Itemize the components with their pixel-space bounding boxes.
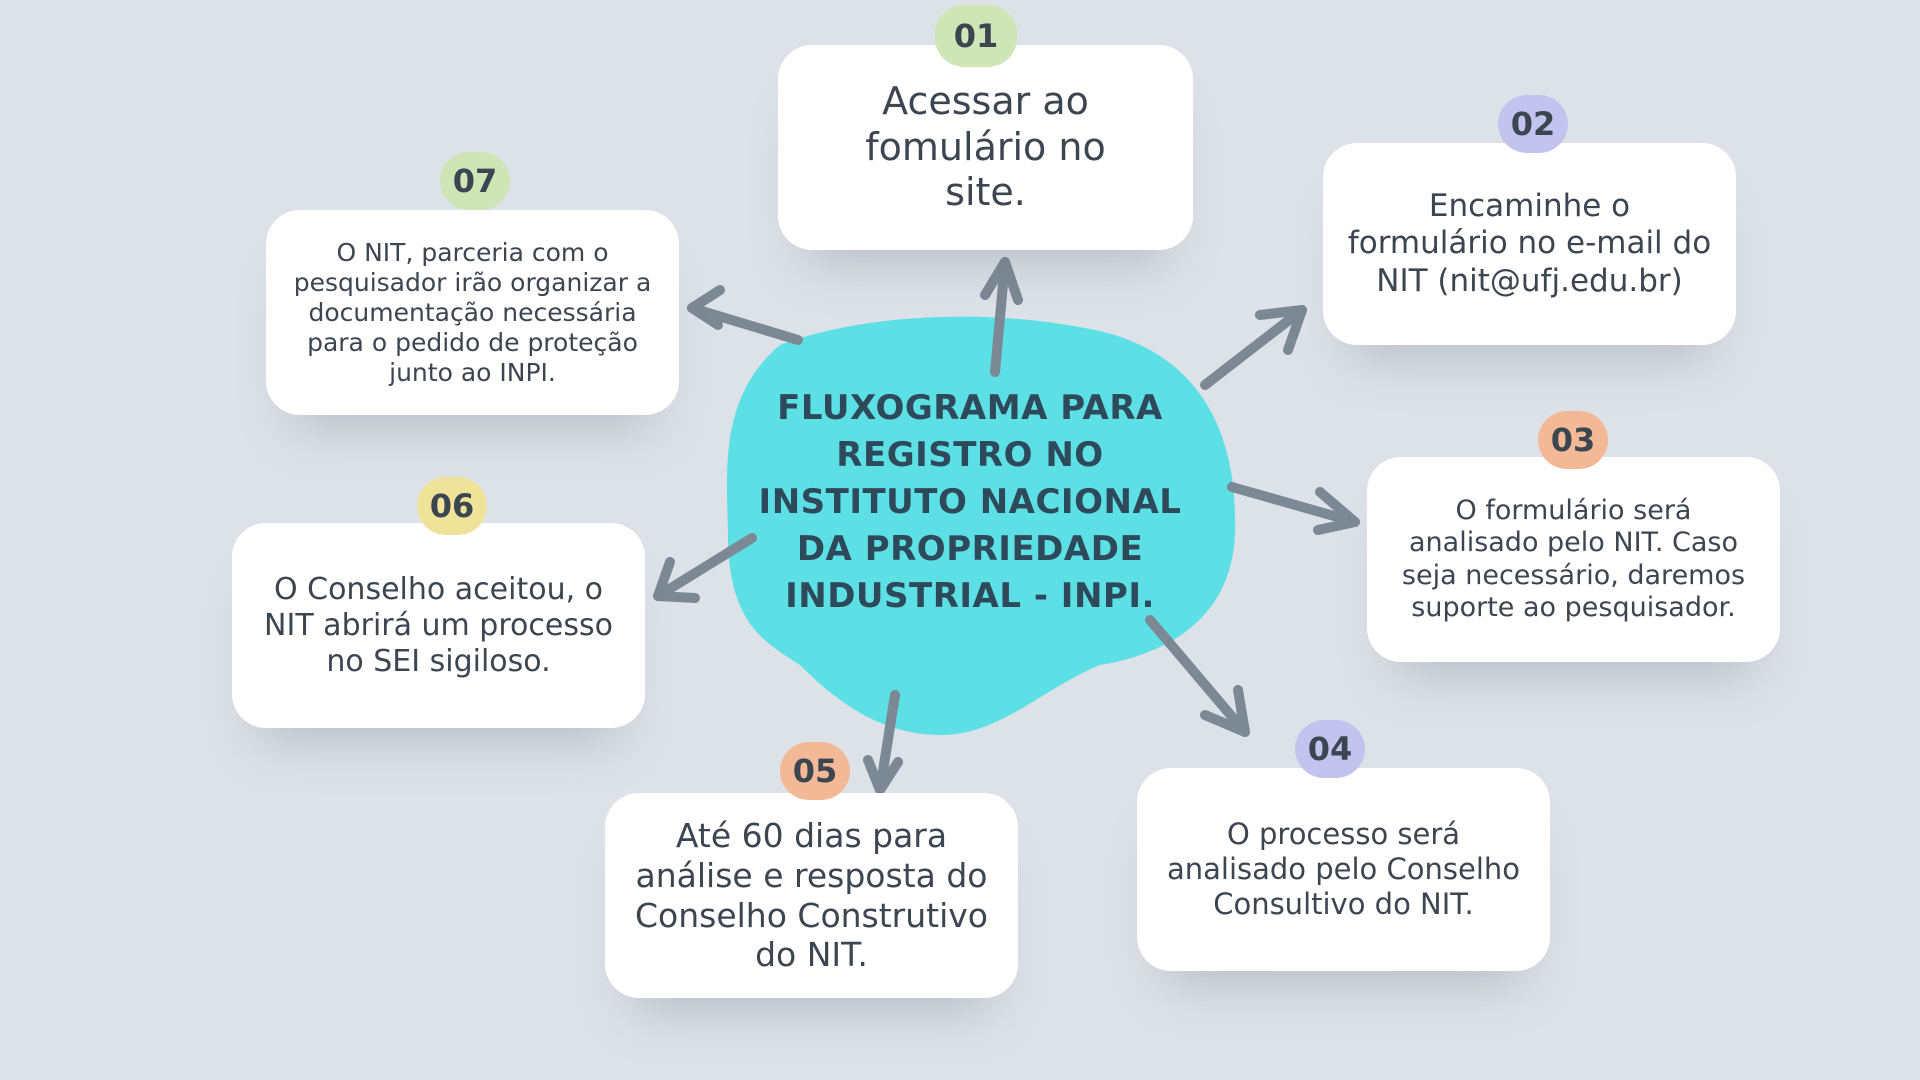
- arrow-to-step-02: [1200, 305, 1307, 390]
- step-06-badge: 06: [417, 477, 487, 535]
- step-03-card: O formulário será analisado pelo NIT. Ca…: [1367, 457, 1780, 662]
- step-05-card: Até 60 dias para análise e resposta do C…: [605, 793, 1018, 998]
- step-03-text: O formulário será analisado pelo NIT. Ca…: [1401, 494, 1746, 623]
- arrow-to-step-03: [1227, 482, 1360, 535]
- step-07-badge: 07: [440, 152, 510, 210]
- step-04-card: O processo será analisado pelo Conselho …: [1137, 768, 1550, 971]
- arrow-to-step-06: [653, 533, 757, 603]
- step-07-card: O NIT, parceria com o pesquisador irão o…: [266, 210, 679, 415]
- arrow-to-step-07: [687, 285, 803, 345]
- arrow-to-step-04: [1145, 615, 1250, 737]
- step-03-badge: 03: [1538, 411, 1608, 469]
- step-02-text: Encaminhe o formulário no e-mail do NIT …: [1347, 188, 1712, 299]
- step-06-card: O Conselho aceitou, o NIT abrirá um proc…: [232, 523, 645, 728]
- step-06-text: O Conselho aceitou, o NIT abrirá um proc…: [264, 571, 613, 679]
- arrow-to-step-05: [863, 690, 903, 795]
- step-05-text: Até 60 dias para análise e resposta do C…: [635, 816, 988, 975]
- step-05-badge: 05: [780, 742, 850, 800]
- step-01-card: Acessar ao fomulário no site.: [778, 45, 1193, 250]
- step-02-card: Encaminhe o formulário no e-mail do NIT …: [1323, 143, 1736, 345]
- step-04-badge: 04: [1295, 720, 1365, 778]
- step-07-text: O NIT, parceria com o pesquisador irão o…: [293, 237, 652, 387]
- center-blob: [726, 316, 1236, 735]
- step-02-badge: 02: [1498, 95, 1568, 153]
- arrow-to-step-01: [980, 257, 1023, 377]
- step-01-text: Acessar ao fomulário no site.: [865, 79, 1106, 215]
- step-04-text: O processo será analisado pelo Conselho …: [1166, 817, 1521, 921]
- step-01-badge: 01: [935, 5, 1017, 67]
- flowchart-title: FLUXOGRAMA PARA REGISTRO NO INSTITUTO NA…: [758, 388, 1182, 616]
